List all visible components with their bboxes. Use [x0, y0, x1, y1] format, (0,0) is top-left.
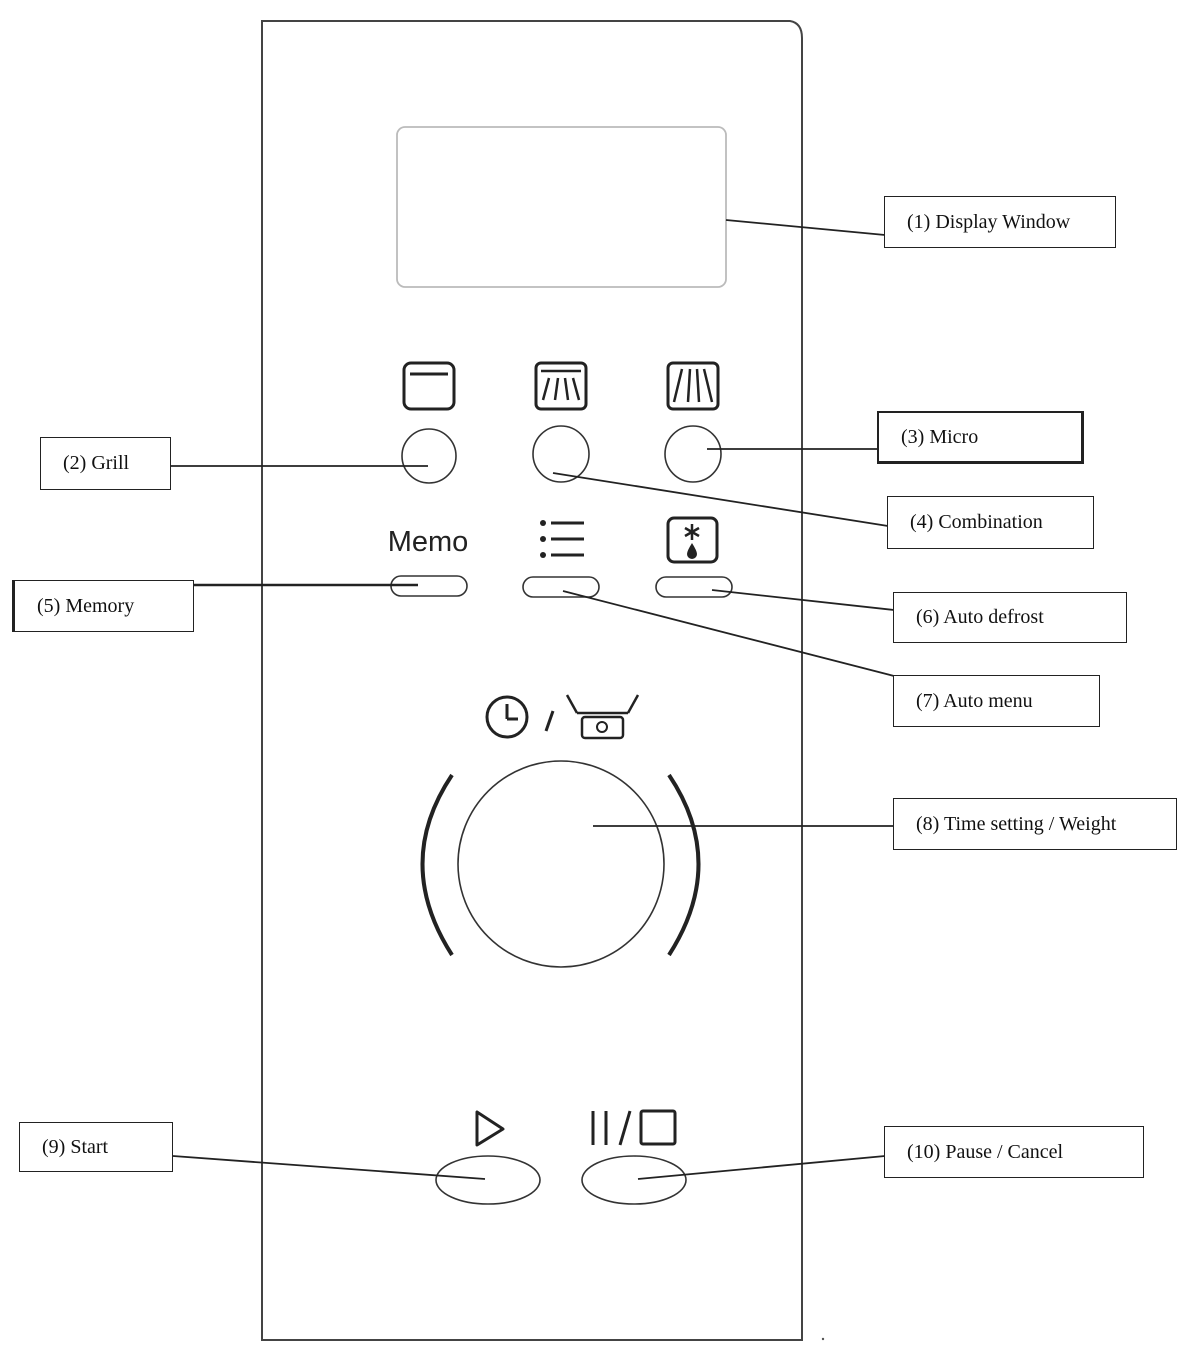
grill-button[interactable]	[401, 428, 457, 484]
slash-divider	[544, 710, 555, 732]
memo-label: Memo	[388, 526, 469, 558]
callout-text: (8) Time setting / Weight	[916, 812, 1117, 835]
scale-icon	[565, 694, 640, 740]
clock-icon	[485, 695, 529, 739]
callout-start: (9) Start	[19, 1122, 173, 1172]
stray-dot	[821, 1337, 825, 1341]
defrost-icon	[666, 516, 719, 564]
dial-arc-right	[667, 773, 701, 957]
callout-text: (9) Start	[42, 1135, 109, 1158]
callout-text: (2) Grill	[63, 452, 130, 474]
callout-display-window: (1) Display Window	[884, 196, 1116, 248]
auto-menu-button[interactable]	[522, 576, 600, 598]
micro-button[interactable]	[664, 425, 722, 483]
callout-memory: (5) Memory	[12, 580, 194, 632]
callout-text: (6) Auto defrost	[916, 606, 1044, 628]
start-button[interactable]	[435, 1155, 541, 1205]
callout-text: (4) Combination	[910, 511, 1043, 533]
time-weight-dial[interactable]	[457, 760, 665, 968]
auto-defrost-button[interactable]	[655, 576, 733, 598]
callout-text: (1) Display Window	[907, 210, 1071, 233]
callout-text: (10) Pause / Cancel	[907, 1140, 1064, 1163]
leader-auto-defrost	[711, 589, 895, 611]
play-icon	[475, 1110, 505, 1147]
leader-display-window	[725, 219, 886, 236]
callout-combination: (4) Combination	[887, 496, 1094, 549]
microwave-mode-icon	[666, 361, 720, 411]
callout-time-weight: (8) Time setting / Weight	[893, 798, 1177, 850]
panel-outline	[261, 20, 803, 1341]
dial-arc-left	[420, 773, 454, 957]
callout-text: (5) Memory	[37, 594, 135, 617]
leader-pause-cancel	[637, 1155, 886, 1180]
callout-grill: (2) Grill	[40, 437, 171, 490]
callout-micro: (3) Micro	[877, 411, 1084, 464]
leader-auto-menu	[562, 590, 895, 677]
callout-auto-menu: (7) Auto menu	[893, 675, 1100, 727]
callout-auto-defrost: (6) Auto defrost	[893, 592, 1127, 643]
callout-text: (3) Micro	[901, 425, 979, 448]
grill-mode-icon	[402, 361, 456, 411]
combination-button[interactable]	[532, 425, 590, 483]
combination-mode-icon	[534, 361, 588, 411]
callout-pause-cancel: (10) Pause / Cancel	[884, 1126, 1144, 1178]
display-window	[396, 126, 727, 288]
leader-start	[172, 1155, 486, 1180]
leader-combination	[552, 472, 889, 527]
pause-stop-icon	[591, 1109, 677, 1146]
list-icon	[540, 520, 584, 558]
pause-cancel-button[interactable]	[581, 1155, 687, 1205]
callout-text: (7) Auto menu	[916, 689, 1033, 712]
